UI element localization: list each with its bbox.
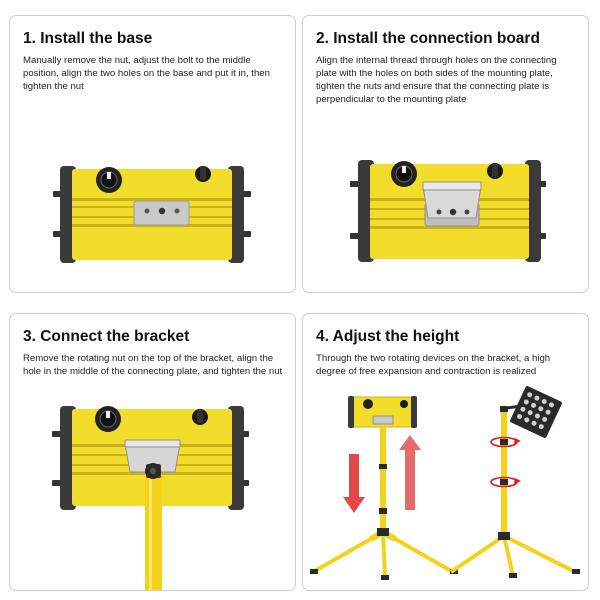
switch-knob-icon (487, 163, 503, 179)
tripod-right (449, 406, 580, 578)
step-description: Through the two rotating devices on the … (316, 353, 551, 377)
step-title: 2. Install the connection board (316, 30, 540, 47)
device-connection-illustration (350, 160, 546, 262)
step-description: Manually remove the nut, adjust the bolt… (23, 55, 270, 92)
up-arrow-icon (399, 435, 421, 510)
step-panel-install-base: 1. Install the base Manually remove the … (9, 15, 296, 293)
device-bracket-illustration (52, 406, 249, 590)
rotation-arrow-icon (490, 476, 521, 488)
step-title: 1. Install the base (23, 30, 153, 47)
step-description: Align the internal thread through holes … (316, 55, 557, 105)
switch-knob-icon (195, 166, 211, 182)
step-panel-connection-board: 2. Install the connection board Align th… (302, 15, 589, 293)
tripod-left (310, 427, 458, 580)
step-title: 4. Adjust the height (316, 328, 460, 345)
rotation-arrow-icon (490, 436, 521, 448)
down-arrow-icon (343, 454, 365, 513)
step-panel-connect-bracket: 3. Connect the bracket Remove the rotati… (9, 313, 296, 591)
tripod-height-illustration (310, 386, 580, 580)
timer-knob-icon (96, 167, 122, 193)
timer-knob-icon (95, 406, 121, 432)
timer-knob-icon (391, 161, 417, 187)
step-description: Remove the rotating nut on the top of th… (23, 353, 283, 377)
step-panel-adjust-height: 4. Adjust the height Through the two rot… (302, 313, 589, 591)
device-base-illustration (53, 166, 251, 263)
step-title: 3. Connect the bracket (23, 328, 190, 345)
led-lamp-head (506, 386, 562, 438)
switch-knob-icon (192, 409, 208, 425)
